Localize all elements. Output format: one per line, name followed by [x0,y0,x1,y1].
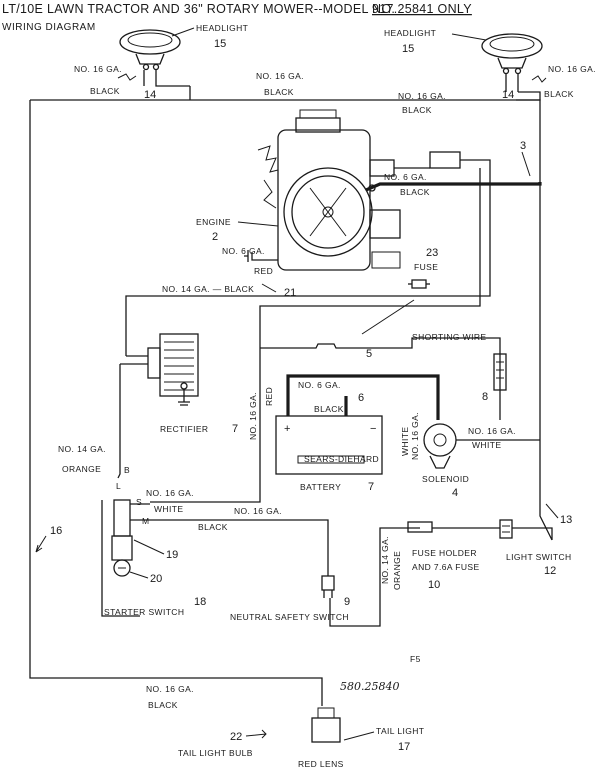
neutral-safety-label: NEUTRAL SAFETY SWITCH [230,612,349,622]
ref-number-14-left: 14 [144,89,156,101]
battery-number: 7 [368,481,374,493]
wire-label-engine-no6: NO. 6 GA. [384,172,427,182]
wire-label-rect-orange-ga: NO. 14 GA. [58,444,106,454]
wire-label-bat-black: BLACK [314,404,344,414]
ref-number-19: 19 [166,549,178,561]
wire-label-ground-no6: NO. 6 GA. [222,246,265,256]
solenoid-number: 4 [452,487,458,499]
svg-text:+: + [284,423,290,435]
svg-text:−: − [370,423,376,435]
starter-switch [111,499,133,577]
wire-label-hl-right-black: BLACK [544,89,574,99]
neutral-safety-switch [321,575,335,598]
tail-light-label: TAIL LIGHT [376,726,424,736]
wire-label-fh-orange: ORANGE [392,551,402,590]
wire-label-hl-right-ga: NO. 16 GA. [548,64,596,74]
ref-number-6: 6 [358,392,364,404]
fuse-holder-label-2: AND 7.6A FUSE [412,562,480,572]
engine-number: 2 [212,231,218,243]
ref-number-13: 13 [560,514,572,526]
shorting-wire-number: 8 [482,391,488,403]
wire-label-fh-ga: NO. 14 GA. [380,536,390,584]
solenoid [423,423,457,469]
tail-light-bulb-number: 22 [230,731,242,743]
rectifier-label: RECTIFIER [160,424,208,434]
engine-label: ENGINE [196,217,231,227]
wire-label-ss-white: WHITE [154,504,183,514]
wire-label-hl-left-ga: NO. 16 GA. [74,64,122,74]
rectifier-symbol [147,333,199,406]
fuse-number: 23 [426,247,438,259]
terminal-s: S [136,497,142,507]
ref-number-5: 5 [366,348,372,360]
wire-label-top2-ga: NO. 16 GA. [398,91,446,101]
wire-label-bottom-ga: NO. 16 GA. [146,684,194,694]
light-switch [499,519,513,539]
wire-label-ss-mid-ga: NO. 16 GA. [234,506,282,516]
wire-label-sol-ga: NO. 16 GA. [468,426,516,436]
wire-label-bat-no6: NO. 6 GA. [298,380,341,390]
shorting-wire-label: SHORTING WIRE [412,332,486,342]
red-lens-label: RED LENS [298,759,344,768]
diagram-title: LT/10E LAWN TRACTOR AND 36" ROTARY MOWER… [2,2,395,16]
wire-label-top2-black: BLACK [402,105,432,115]
headlight-left [119,29,181,71]
wire-label-rect-orange: ORANGE [62,464,101,474]
solenoid-label: SOLENOID [422,474,469,484]
tail-light [311,707,341,743]
ref-number-20: 20 [150,573,162,585]
wire-label-bat-red: RED [264,387,274,406]
engine-drawing [257,109,491,271]
fuse-label: FUSE [414,262,438,272]
terminal-m: M [142,516,149,526]
wire-label-bottom-black: BLACK [148,700,178,710]
headlight-right-number: 15 [402,43,414,55]
wire-label-sol-vert-white: WHITE [400,427,410,456]
starter-switch-label: STARTER SWITCH [104,607,184,617]
wire-label-hl-left-black: BLACK [90,86,120,96]
battery: + − SEARS-DIEHARD [275,415,383,475]
wire-label-engine-black: BLACK [400,187,430,197]
fuse-holder-label-1: FUSE HOLDER [412,548,477,558]
wire-label-top-black: BLACK [264,87,294,97]
wire-label-ss-black: BLACK [198,522,228,532]
wire-label-ground-red: RED [254,266,273,276]
wire-label-top-ga: NO. 16 GA. [256,71,304,81]
fuse-symbol [408,279,430,289]
diagram-subtitle: WIRING DIAGRAM [2,22,96,33]
headlight-left-number: 15 [214,38,226,50]
tail-light-bulb-label: TAIL LIGHT BULB [178,748,253,758]
terminal-b: B [124,465,130,475]
terminal-l: L [116,481,121,491]
headlight-right [481,33,543,75]
light-switch-number: 12 [544,565,556,577]
ref-number-21: 21 [284,287,296,299]
battery-brand: SEARS-DIEHARD [304,454,379,464]
rectifier-number: 7 [232,423,238,435]
neutral-safety-number: 9 [344,596,350,608]
headlight-left-label: HEADLIGHT [196,23,248,33]
model-number: 917.25841 ONLY [372,2,472,16]
footer-code: F5 [410,654,421,664]
handwritten-number: 580.25840 [340,680,400,693]
light-switch-label: LIGHT SWITCH [506,552,572,562]
starter-switch-number: 18 [194,596,206,608]
fuse-holder-number: 10 [428,579,440,591]
wire-label-bat-left-ga: NO. 16 GA. [248,392,258,440]
wire-label-sol-vert-ga: NO. 16 GA. [410,412,420,460]
tail-light-number: 17 [398,741,410,753]
ref-number-3: 3 [520,140,526,152]
shorting-wire-connector [493,353,507,391]
headlight-right-label: HEADLIGHT [384,28,436,38]
ref-number-16: 16 [50,525,62,537]
fuse-holder [407,521,433,533]
wire-label-ss-top-ga: NO. 16 GA. [146,488,194,498]
wire-label-rect-no14: NO. 14 GA. — BLACK [162,284,254,294]
ref-number-14-right: 14 [502,89,514,101]
wire-label-sol-white: WHITE [472,440,501,450]
battery-label: BATTERY [300,482,341,492]
